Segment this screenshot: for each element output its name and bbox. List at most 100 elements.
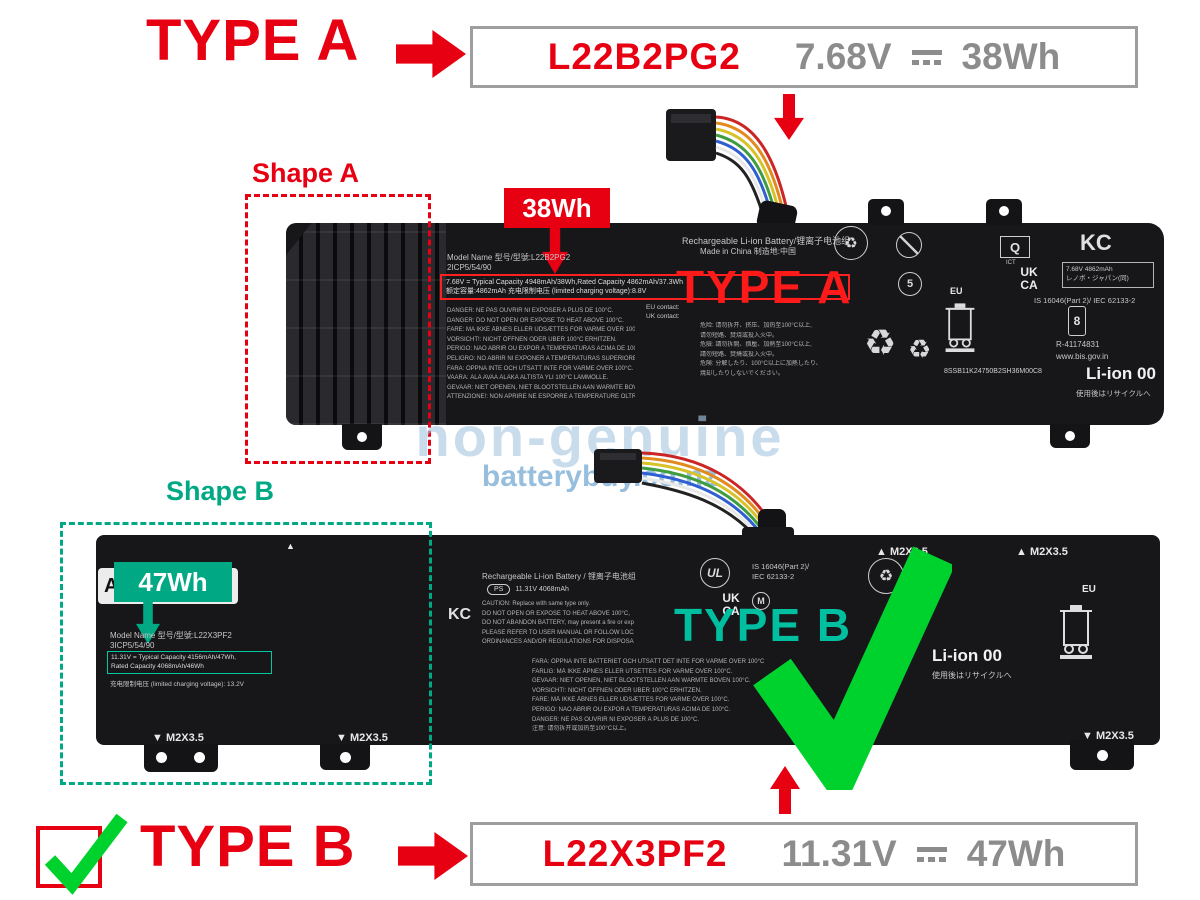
dc-line xyxy=(911,59,942,65)
warning-line: VORSICHT!: NICHT ÖFFNEN ODER ÜBER 100°C … xyxy=(447,336,617,343)
battery-b-cells-line: 3ICP5/54/90 xyxy=(110,641,155,650)
dc-voltage-icon xyxy=(911,49,942,65)
battery-b-title: Rechargeable Li-ion Battery / 锂离子电池组 xyxy=(482,572,636,581)
warning-line: ATTENZIONE!: NON APRIRE NÉ ESPORRE A TEM… xyxy=(447,394,635,401)
battery-a-title: Rechargeable Li-ion Battery/锂离子电池组 xyxy=(682,236,851,246)
ps-mark: PS xyxy=(487,584,511,595)
triangle-down-icon: ▼ xyxy=(336,732,347,744)
battery-b-body xyxy=(96,535,1160,745)
warning-line: FARA: ÖPPNA INTE BATTERIET OCH UTSÄTT DE… xyxy=(532,659,764,665)
warning-line: 危险: 请勿拆开、挤压、加热至100°C以上, xyxy=(700,323,812,329)
dc-line xyxy=(911,49,942,55)
type-b-model: L22X3PF2 xyxy=(542,833,728,874)
screw-hole xyxy=(1065,431,1075,441)
ukca-top: UK xyxy=(1020,265,1038,279)
mount-tab xyxy=(144,744,218,772)
liion-mark: Li-ion 00 xyxy=(1086,364,1156,383)
type-b-overlay: TYPE B xyxy=(674,599,853,651)
caution-line: DO NOT OPEN OR EXPOSE TO HEAT ABOVE 100°… xyxy=(482,610,630,617)
ps-value: 11.31V 4068mAh xyxy=(515,586,569,593)
warning-line: DANGER: NE PAS OUVRIR NI EXPOSER À PLUS … xyxy=(532,716,700,723)
shape-a-label: Shape A xyxy=(252,158,360,188)
warning-line: VAARA: ÄLÄ AVAA ÄLÄKÄ ALTISTA YLI 100°C … xyxy=(447,375,609,382)
q-mark-sub: ICT xyxy=(1006,260,1016,266)
type-b-heading: TYPE B xyxy=(140,814,356,879)
dc-line xyxy=(916,856,947,862)
shape-a-outline xyxy=(245,194,431,464)
ukca-top: UK xyxy=(722,591,740,605)
pse-mark-row: PS 11.31V 4068mAh xyxy=(487,584,569,595)
warning-line: FARE: MÅ IKKE ÅBNES ELLER UDSÆTTES FOR V… xyxy=(532,697,730,704)
spec-line: 7.68V = Typical Capacity 4948mAh/38Wh,Ra… xyxy=(446,279,684,286)
recycle-icon: ♻ xyxy=(908,334,932,364)
warning-line: 焼却したりしないでください。 xyxy=(700,370,784,377)
recycle-badge-icon: ♻ xyxy=(834,226,868,260)
eu-contact-line: EU contact: xyxy=(646,304,680,311)
screw-label-text: M2X3.5 xyxy=(349,732,388,744)
triangle-up-icon: ▲ xyxy=(1016,546,1027,558)
ukca-mark: UK CA xyxy=(1012,266,1046,292)
screw-label: ▼ M2X3.5 xyxy=(152,732,204,744)
warning-line: DANGER: DO NOT OPEN OR EXPOSE TO HEAT AB… xyxy=(447,317,624,324)
no-open-icon xyxy=(896,232,922,258)
capacity-badge-b: 47Wh xyxy=(114,562,232,602)
shape-b-outline xyxy=(60,522,432,785)
triangle-down-icon: ▼ xyxy=(152,732,163,744)
battery-b-model-line: Model Name 型号/型號:L22X3PF2 xyxy=(110,631,232,640)
uk-contact-line: UK contact: xyxy=(646,313,680,320)
kc-mark: KC xyxy=(1080,230,1112,255)
warning-line: PELIGRO: NO ABRIR NI EXPONER A TEMPERATU… xyxy=(447,355,635,362)
caution-line: CAUTION: Replace with same type only. xyxy=(482,601,590,607)
screw-label: ▲ M2X3.5 xyxy=(1016,546,1068,558)
screw-hole xyxy=(156,752,167,763)
m-mark-icon: M xyxy=(752,592,770,610)
type-a-voltage: 7.68V xyxy=(794,36,892,77)
type-b-voltage: 11.31V xyxy=(781,833,897,874)
screw-hole xyxy=(1097,750,1108,761)
warning-line: VORSICHT!: NICHT ÖFFNEN ODER ÜBER 100°C … xyxy=(532,687,702,694)
type-a-heading: TYPE A xyxy=(146,8,360,73)
standard-line: IEC 62133-2 xyxy=(752,572,795,581)
eu-label: EU xyxy=(950,286,963,296)
screw-hole xyxy=(357,432,367,442)
battery-a-vent-module xyxy=(286,223,446,425)
type-b-spec-box: L22X3PF2 11.31V 47Wh xyxy=(470,822,1138,886)
mount-tab xyxy=(868,199,904,225)
battery-b-limit-line: 充电限制电压 (limited charging voltage): 13.2V xyxy=(110,681,245,688)
ul-mark-icon: UL xyxy=(700,558,730,588)
screw-label-text: M2X3.5 xyxy=(1095,730,1134,742)
warning-line: 危險: 請勿拆開、擠壓、加熱至100°C以上, xyxy=(700,342,812,349)
bis-reg: R-41174831 xyxy=(1056,340,1100,349)
screw-label-text: M2X3.5 xyxy=(165,732,204,744)
eu-label: EU xyxy=(1082,584,1096,595)
warning-line: FARLIG: MÅ IKKE ÅPNES ELLER UTSETTES FOR… xyxy=(532,668,733,675)
warning-line: 危険: 分解したり、100°C以上に加熱したり、 xyxy=(700,361,822,368)
bis-site: www.bis.gov.in xyxy=(1056,352,1109,361)
screw-hole xyxy=(194,752,205,763)
warning-line: FARA: ÖPPNA INTE OCH UTSÄTT INTE FÖR VÄR… xyxy=(447,365,634,372)
spec-line: 额定容量:4862mAh 充电限制电压 (limited charging vo… xyxy=(446,288,647,295)
recycle-jp-line: 使用後はリサイクルへ xyxy=(1076,389,1151,398)
triangle-up-icon: ▲ xyxy=(286,541,295,551)
battery-a-serial: 8SSB11K24750B2SH36M00C8 xyxy=(944,368,1042,375)
battery-b-warnings: FARA: ÖPPNA INTE BATTERIET OCH UTSÄTT DE… xyxy=(532,658,764,735)
dc-voltage-icon xyxy=(916,846,947,862)
ukca-bottom: CA xyxy=(722,604,740,618)
spec-line: Rated Capacity 4068mAh/46Wh xyxy=(111,663,204,670)
checkmark-icon xyxy=(44,813,128,895)
warning-line: GEVAAR: NIET OPENEN, NIET BLOOTSTELLEN A… xyxy=(447,384,635,391)
type-b-capacity: 47Wh xyxy=(966,833,1066,874)
type-a-spec-box: L22B2PG2 7.68V 38Wh xyxy=(470,26,1138,88)
pse-battery-box: 7.68V 4862mAh レノボ・ジャパン(同) xyxy=(1062,262,1154,288)
capacity-badge-a: 38Wh xyxy=(504,188,610,228)
arrow-right-icon xyxy=(396,30,466,78)
crossed-bin-icon xyxy=(945,303,975,352)
screw-hole xyxy=(340,752,351,763)
ukca-bottom: CA xyxy=(1020,278,1038,292)
mount-tab xyxy=(1050,424,1090,448)
screw-label: ▼ M2X3.5 xyxy=(1082,730,1134,742)
ukca-mark: UK CA xyxy=(716,592,746,618)
checkmark-icon xyxy=(753,546,952,790)
dc-line xyxy=(916,846,947,852)
